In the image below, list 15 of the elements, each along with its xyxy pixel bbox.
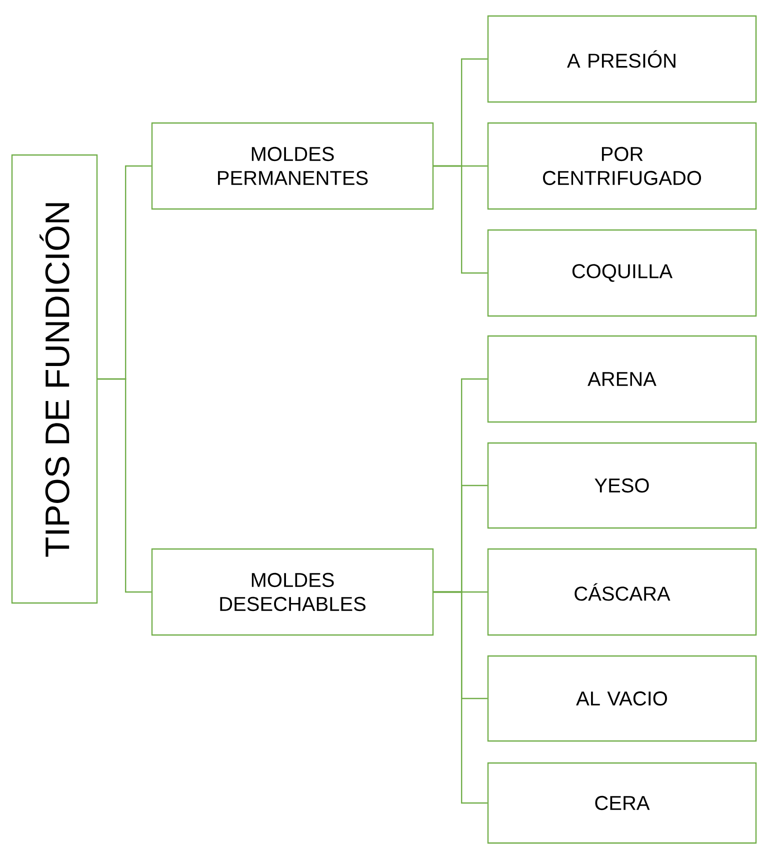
connector [98,378,152,593]
item-box: COQUILLA [487,229,757,317]
connector [434,591,488,804]
title-text: TIPOS DE FUNDICIÓN [40,203,70,557]
item-box: CÁSCARA [487,548,757,636]
category-box [11,154,98,604]
item-box: YESO [487,442,757,529]
item-box: AL VACIO [487,655,757,742]
group-box: MOLDES DESECHABLES [151,548,434,636]
connector [434,165,488,274]
item-box: CERA [487,762,757,844]
item-box: POR CENTRIFUGADO [487,122,757,210]
group-box: MOLDES PERMANENTES [151,122,434,210]
item-box: ARENA [487,335,757,423]
item-box: A PRESIÓN [487,15,757,103]
